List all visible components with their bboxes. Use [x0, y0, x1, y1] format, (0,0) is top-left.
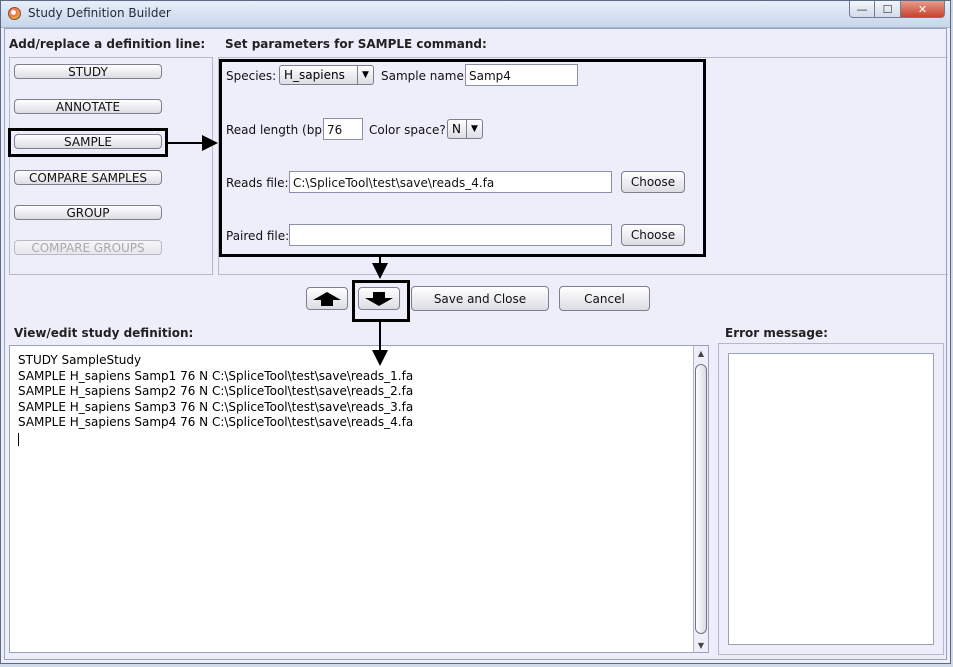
study-definition-textarea[interactable]: STUDY SampleStudy SAMPLE H_sapiens Samp1…: [9, 345, 709, 653]
definition-line: SAMPLE H_sapiens Samp4 76 N C:\SpliceToo…: [18, 415, 414, 429]
close-button[interactable]: ✕: [901, 1, 945, 18]
sample-button[interactable]: SAMPLE: [14, 134, 162, 149]
window-title: Study Definition Builder: [28, 6, 171, 20]
read-length-label: Read length (bp):: [226, 123, 331, 137]
params-highlight: [219, 59, 706, 257]
read-length-field[interactable]: 76: [323, 118, 363, 140]
sample-name-label: Sample name:: [381, 69, 468, 83]
definition-line: SAMPLE H_sapiens Samp2 76 N C:\SpliceToo…: [18, 384, 414, 398]
error-heading: Error message:: [725, 326, 828, 340]
color-space-value: N: [452, 122, 461, 136]
move-up-button[interactable]: [306, 287, 348, 310]
annotate-button[interactable]: ANNOTATE: [14, 99, 162, 114]
params-panel: [218, 57, 948, 275]
window-controls: — ☐ ✕: [849, 1, 945, 19]
scroll-up-icon[interactable]: ▲: [697, 348, 705, 358]
arrow-up-icon: [313, 291, 341, 306]
main-content: Add/replace a definition line: STUDY ANN…: [4, 28, 948, 660]
maximize-icon: ☐: [882, 2, 893, 16]
paired-file-choose-button[interactable]: Choose: [621, 224, 685, 246]
save-and-close-button[interactable]: Save and Close: [411, 286, 549, 311]
species-select[interactable]: H_sapiens ▼: [279, 65, 374, 85]
paired-file-field[interactable]: [289, 224, 612, 246]
scroll-thumb[interactable]: [695, 364, 707, 634]
add-replace-heading: Add/replace a definition line:: [9, 37, 206, 51]
definition-line: STUDY SampleStudy: [18, 353, 142, 367]
chevron-down-icon: ▼: [357, 66, 373, 84]
cancel-button[interactable]: Cancel: [559, 286, 650, 311]
study-button[interactable]: STUDY: [14, 64, 162, 79]
group-button[interactable]: GROUP: [14, 205, 162, 220]
scroll-down-icon[interactable]: ▼: [697, 640, 705, 650]
minimize-button[interactable]: —: [849, 1, 875, 18]
sample-name-field[interactable]: Samp4: [465, 64, 578, 86]
species-value: H_sapiens: [284, 68, 345, 82]
compare-groups-button: COMPARE GROUPS: [14, 240, 162, 255]
editor-heading: View/edit study definition:: [14, 326, 194, 340]
editor-scrollbar[interactable]: ▲ ▼: [693, 346, 708, 652]
definition-line: SAMPLE H_sapiens Samp1 76 N C:\SpliceToo…: [18, 368, 414, 383]
chevron-down-icon: ▼: [466, 120, 482, 138]
species-label: Species:: [226, 69, 277, 83]
params-heading: Set parameters for SAMPLE command:: [225, 37, 487, 51]
down-button-highlight: [352, 280, 410, 322]
reads-file-field[interactable]: C:\SpliceTool\test\save\reads_4.fa: [289, 171, 612, 193]
close-icon: ✕: [917, 2, 928, 16]
definition-lines: STUDY SampleStudy SAMPLE H_sapiens Samp1…: [18, 353, 414, 446]
compare-samples-button[interactable]: COMPARE SAMPLES: [14, 170, 162, 185]
arrow-down-icon: [365, 291, 393, 306]
definition-line: SAMPLE H_sapiens Samp3 76 N C:\SpliceToo…: [18, 399, 414, 414]
sample-button-highlight: [8, 128, 168, 157]
reads-file-label: Reads file:: [226, 176, 289, 190]
color-space-label: Color space?: [369, 123, 446, 137]
reads-file-choose-button[interactable]: Choose: [621, 171, 685, 193]
title-bar[interactable]: Study Definition Builder — ☐ ✕: [1, 1, 950, 28]
error-panel: [718, 343, 944, 655]
paired-file-label: Paired file:: [226, 229, 290, 243]
app-icon: [8, 7, 21, 20]
move-down-button[interactable]: [358, 287, 400, 310]
color-space-select[interactable]: N ▼: [447, 119, 483, 139]
maximize-button[interactable]: ☐: [875, 1, 901, 18]
definition-buttons-panel: [9, 57, 213, 275]
error-message-box: [728, 353, 934, 645]
text-caret: [18, 433, 19, 446]
minimize-icon: —: [856, 2, 868, 16]
